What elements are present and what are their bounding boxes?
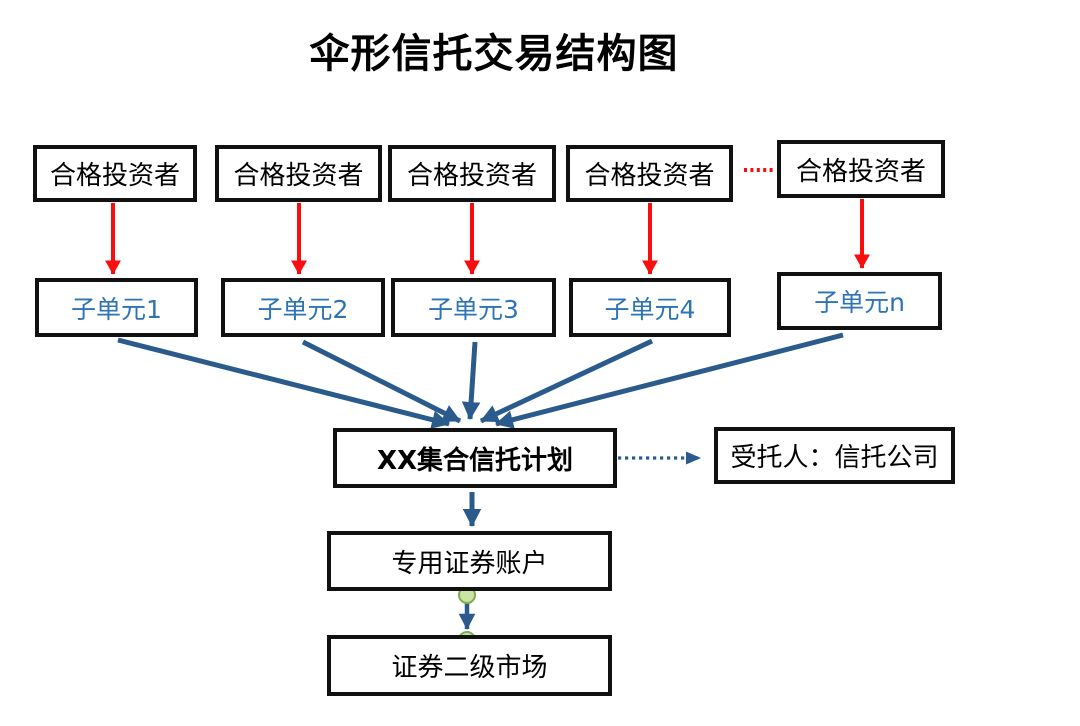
node-trustee: 受托人：信托公司	[714, 427, 955, 484]
node-label: 子单元3	[428, 294, 519, 324]
node-label: 子单元n	[814, 288, 905, 317]
node-label: 子单元2	[257, 294, 349, 324]
node-label: 合格投资者	[584, 161, 715, 191]
node-label: 合格投资者	[795, 156, 926, 187]
node-label: 证券二级市场	[391, 653, 548, 683]
node-label: 专用证券账户	[391, 548, 548, 579]
node-label: XX集合信托计划	[376, 445, 574, 476]
arrow-subunit3-to-plan	[461, 341, 481, 420]
node-subunit-2: 子单元2	[221, 278, 385, 337]
arrow-subunit1-to-plan	[117, 337, 450, 429]
node-qualified-investor-1: 合格投资者	[33, 145, 197, 202]
node-label: 合格投资者	[49, 161, 180, 191]
node-label: 合格投资者	[233, 161, 364, 191]
node-securities-account: 专用证券账户	[327, 531, 612, 591]
arrow-subunit-n-to-plan	[495, 332, 844, 429]
arrow-subunit2-to-plan	[301, 339, 462, 424]
diagram-title: 伞形信托交易结构图	[309, 30, 679, 77]
node-label: 合格投资者	[406, 161, 537, 191]
node-subunit-1: 子单元1	[35, 278, 198, 337]
node-qualified-investor-2: 合格投资者	[215, 145, 382, 202]
node-qualified-investor-n: 合格投资者	[777, 140, 945, 198]
node-label: 子单元4	[604, 294, 696, 324]
arrow-subunit4-to-plan	[479, 338, 654, 424]
node-qualified-investor-4: 合格投资者	[566, 145, 733, 202]
node-label: 子单元1	[71, 294, 162, 324]
node-trust-plan: XX集合信托计划	[333, 428, 617, 488]
node-subunit-n: 子单元n	[777, 272, 942, 330]
node-label: 受托人：信托公司	[730, 443, 939, 473]
node-subunit-4: 子单元4	[569, 278, 731, 337]
node-subunit-3: 子单元3	[391, 278, 556, 337]
node-qualified-investor-3: 合格投资者	[388, 145, 556, 202]
node-secondary-market: 证券二级市场	[327, 635, 612, 696]
